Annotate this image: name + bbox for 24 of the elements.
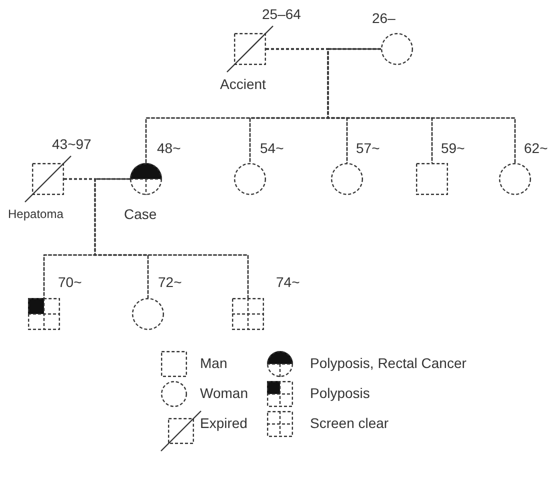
legend-label: Polyposis, Rectal Cancer: [310, 355, 466, 371]
descent-line: [64, 178, 249, 298]
descent-line: [266, 48, 516, 163]
legend-label: Expired: [200, 415, 248, 431]
age-label: 26–: [372, 10, 396, 26]
age-label: 25–64: [262, 6, 301, 22]
note-label: Accient: [220, 76, 266, 92]
note-label: Case: [124, 206, 157, 222]
age-label: 57~: [356, 140, 380, 156]
age-label: 54~: [260, 140, 284, 156]
legend-label: Woman: [200, 385, 248, 401]
legend-label: Polyposis: [310, 385, 370, 401]
descent-line: [94, 178, 249, 298]
legend-label: Man: [200, 355, 228, 371]
legend-label: Screen clear: [310, 415, 389, 431]
age-label: 62~: [524, 140, 548, 156]
note-label: Hepatoma: [8, 206, 64, 222]
age-label: 48~: [157, 140, 181, 156]
age-label: 59~: [441, 140, 465, 156]
descent-line: [327, 48, 516, 163]
age-label: 70~: [58, 274, 82, 290]
age-label: 74~: [276, 274, 300, 290]
age-label: 72~: [158, 274, 182, 290]
age-label: 43~97: [52, 136, 92, 152]
